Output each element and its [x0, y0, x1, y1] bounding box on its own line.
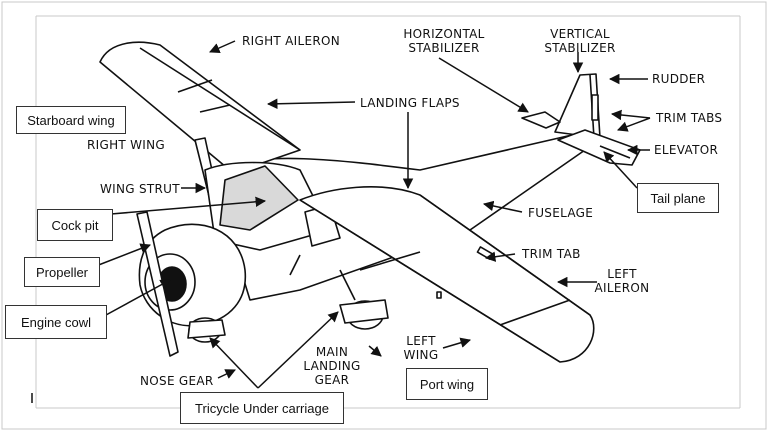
- label-main-landing-gear: MAIN LANDING GEAR: [296, 345, 368, 387]
- callout-engine-cowl: Engine cowl: [5, 305, 107, 339]
- label-trim-tabs: TRIM TABS: [656, 111, 723, 125]
- label-left-wing-line2: WING: [403, 348, 439, 362]
- label-right-wing: RIGHT WING: [87, 138, 166, 152]
- callout-cock-pit: Cock pit: [37, 209, 113, 241]
- label-horizontal-stabilizer-line1: HORIZONTAL: [403, 27, 485, 41]
- elevator-shape: [557, 129, 641, 166]
- label-vertical-stabilizer: VERTICAL STABILIZER: [540, 27, 620, 55]
- label-vertical-stabilizer-line1: VERTICAL: [550, 27, 610, 41]
- label-left-aileron-line1: LEFT: [607, 267, 637, 281]
- label-right-aileron: RIGHT AILERON: [242, 34, 341, 48]
- callout-propeller: Propeller: [24, 257, 100, 287]
- label-fuselage: FUSELAGE: [528, 206, 594, 220]
- label-trim-tab: TRIM TAB: [522, 247, 581, 261]
- callout-tail-plane: Tail plane: [637, 183, 719, 213]
- label-rudder: RUDDER: [652, 72, 706, 86]
- label-landing-flaps: LANDING FLAPS: [360, 96, 460, 110]
- callout-starboard-wing: Starboard wing: [16, 106, 126, 134]
- label-elevator: ELEVATOR: [654, 143, 719, 157]
- label-left-aileron: LEFT AILERON: [590, 267, 654, 295]
- label-left-aileron-line2: AILERON: [594, 281, 650, 295]
- label-vertical-stabilizer-line2: STABILIZER: [544, 41, 616, 55]
- label-nose-gear: NOSE GEAR: [140, 374, 214, 388]
- label-wing-strut: WING STRUT: [100, 182, 180, 196]
- label-main-landing-gear-line2: LANDING: [303, 359, 361, 373]
- callout-port-wing: Port wing: [406, 368, 488, 400]
- label-left-wing: LEFT WING: [398, 334, 444, 362]
- label-main-landing-gear-line3: GEAR: [314, 373, 350, 387]
- label-main-landing-gear-line1: MAIN: [315, 345, 349, 359]
- right-wing-shape: [99, 41, 301, 173]
- label-horizontal-stabilizer-line2: STABILIZER: [408, 41, 480, 55]
- horizontal-stabilizer-shape: [521, 111, 561, 129]
- label-horizontal-stabilizer: HORIZONTAL STABILIZER: [398, 27, 490, 55]
- callout-tricycle-under-carriage: Tricycle Under carriage: [180, 392, 344, 424]
- label-left-wing-line1: LEFT: [406, 334, 436, 348]
